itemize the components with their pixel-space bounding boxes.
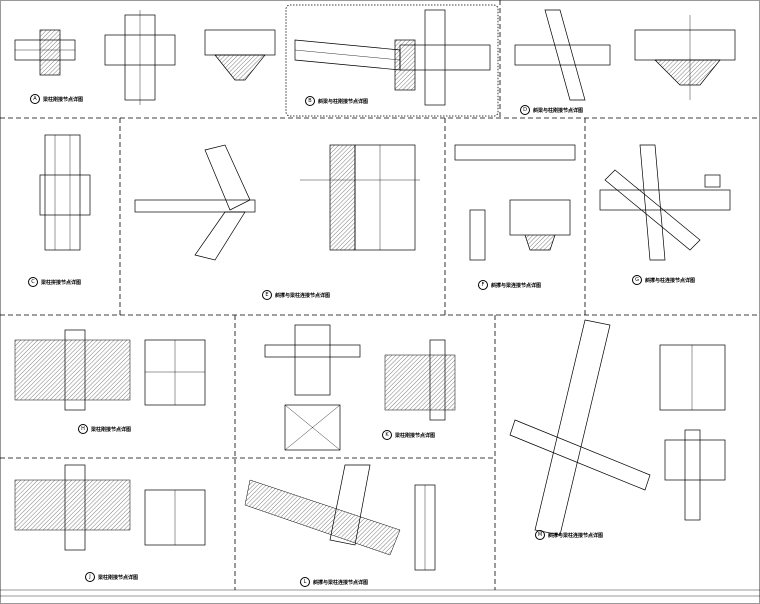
detail-j-drawing: [14, 464, 206, 551]
detail-e-drawing: [134, 144, 420, 261]
detail-l-drawing: [244, 464, 436, 571]
detail-k-drawing: [264, 324, 456, 451]
detail-h-drawing: [14, 329, 206, 411]
detail-f-drawing: [454, 144, 576, 261]
detail-a-drawing: [14, 10, 276, 105]
detail-c-drawing: [39, 134, 91, 251]
detail-m-drawing: [509, 319, 726, 536]
detail-g-drawing: [599, 144, 731, 261]
detail-b-drawing: [294, 9, 491, 106]
panel-dividers: [0, 0, 760, 590]
detail-d-drawing: [514, 9, 736, 101]
